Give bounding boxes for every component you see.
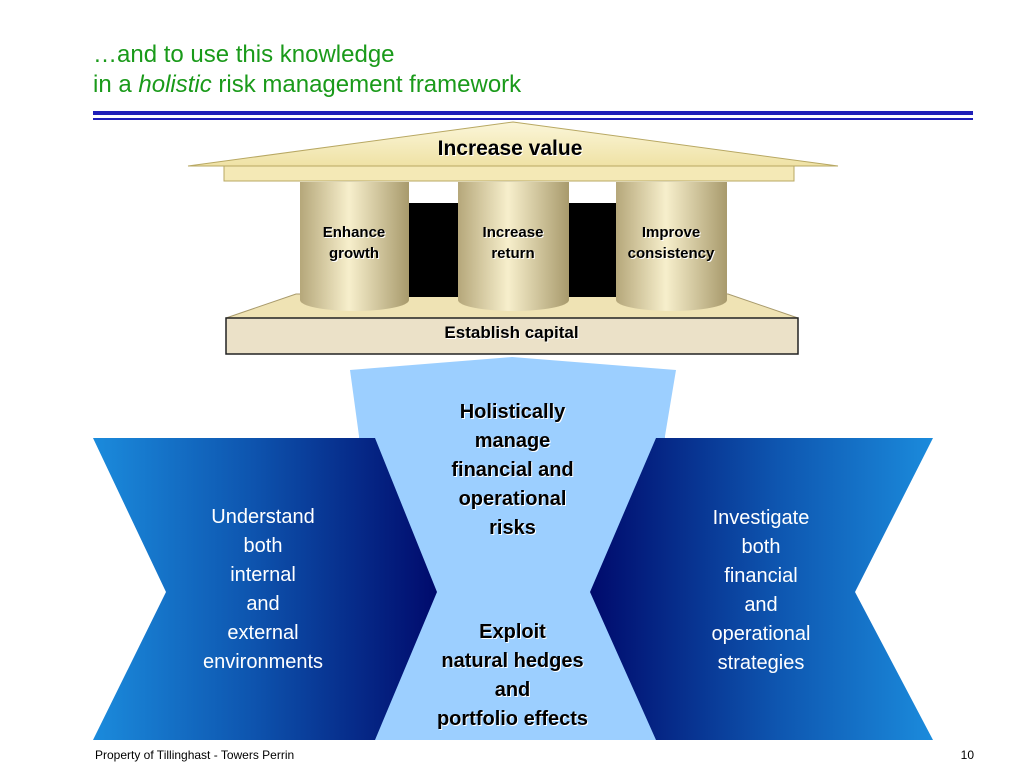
- pillar-1-line-2: growth: [329, 245, 379, 262]
- pillar-2-line-2: return: [491, 245, 535, 262]
- center-top-line-4: operational: [458, 488, 567, 510]
- footer-text: Property of Tillinghast - Towers Perrin: [95, 748, 295, 762]
- left-line-6: environments: [202, 651, 324, 673]
- right-chevron-text: Investigate both financial and operation…: [666, 504, 856, 678]
- center-arrow: [350, 357, 676, 740]
- title-prefix: in a: [93, 71, 139, 98]
- right-chevron: [590, 438, 933, 740]
- left-line-5: external: [227, 622, 299, 644]
- pillar-3-line-1: Improve: [641, 224, 701, 241]
- title-suffix: risk management framework: [211, 71, 522, 98]
- right-line-6: strategies: [717, 652, 805, 674]
- right-line-1: Investigate: [712, 507, 810, 529]
- pillar-enhance-growth: [300, 182, 409, 311]
- title-rule-thick: [93, 111, 973, 115]
- center-bottom-line-4: portfolio effects: [436, 708, 589, 730]
- base-label: Establish capital: [444, 323, 579, 342]
- temple-roof-beam: [223, 165, 795, 182]
- center-bottom-line-1: Exploit: [479, 621, 546, 643]
- right-line-2: both: [741, 536, 781, 558]
- pillar-2-line-1: Increase: [482, 224, 544, 241]
- center-top-text: Holistically manage financial and operat…: [405, 398, 620, 543]
- center-bottom-line-2: natural hedges: [441, 650, 584, 672]
- page-number: 10: [960, 748, 974, 762]
- left-line-2: both: [243, 535, 283, 557]
- left-chevron-text: Understand both internal and external en…: [168, 503, 358, 677]
- left-chevron: [93, 438, 437, 740]
- left-line-1: Understand: [211, 506, 315, 528]
- center-bottom-line-3: and: [494, 679, 531, 701]
- pillar-1-line-1: Enhance: [322, 224, 386, 241]
- center-top-line-2: manage: [474, 430, 551, 452]
- center-top-line-5: risks: [489, 517, 536, 539]
- center-top-line-1: Holistically: [459, 401, 566, 423]
- right-line-3: financial: [724, 565, 798, 587]
- pillar-3-line-2: consistency: [627, 245, 715, 262]
- pillar-increase-return: [458, 182, 569, 311]
- pillar-label-enhance-growth: Enhance growth: [300, 222, 408, 264]
- pillar-improve-consistency: [616, 182, 727, 311]
- temple-doorway-2: [569, 203, 617, 297]
- title-line-1: …and to use this knowledge: [93, 41, 395, 68]
- title-line-2: in a holistic risk management framework: [93, 70, 521, 100]
- center-bottom-text: Exploit natural hedges and portfolio eff…: [405, 618, 620, 734]
- title-emphasis: holistic: [138, 71, 212, 98]
- roof-label: Increase value: [437, 137, 583, 160]
- temple-base: [225, 317, 799, 355]
- slide-title: …and to use this knowledge in a holistic…: [93, 40, 521, 100]
- temple-doorway-1: [409, 203, 459, 297]
- center-top-line-3: financial and: [451, 459, 574, 481]
- right-line-4: and: [744, 594, 778, 616]
- left-line-4: and: [246, 593, 280, 615]
- title-rule-thin: [93, 118, 973, 120]
- pillar-label-improve-consistency: Improve consistency: [615, 222, 727, 264]
- right-line-5: operational: [711, 623, 811, 645]
- pillar-label-increase-return: Increase return: [458, 222, 568, 264]
- left-line-3: internal: [230, 564, 296, 586]
